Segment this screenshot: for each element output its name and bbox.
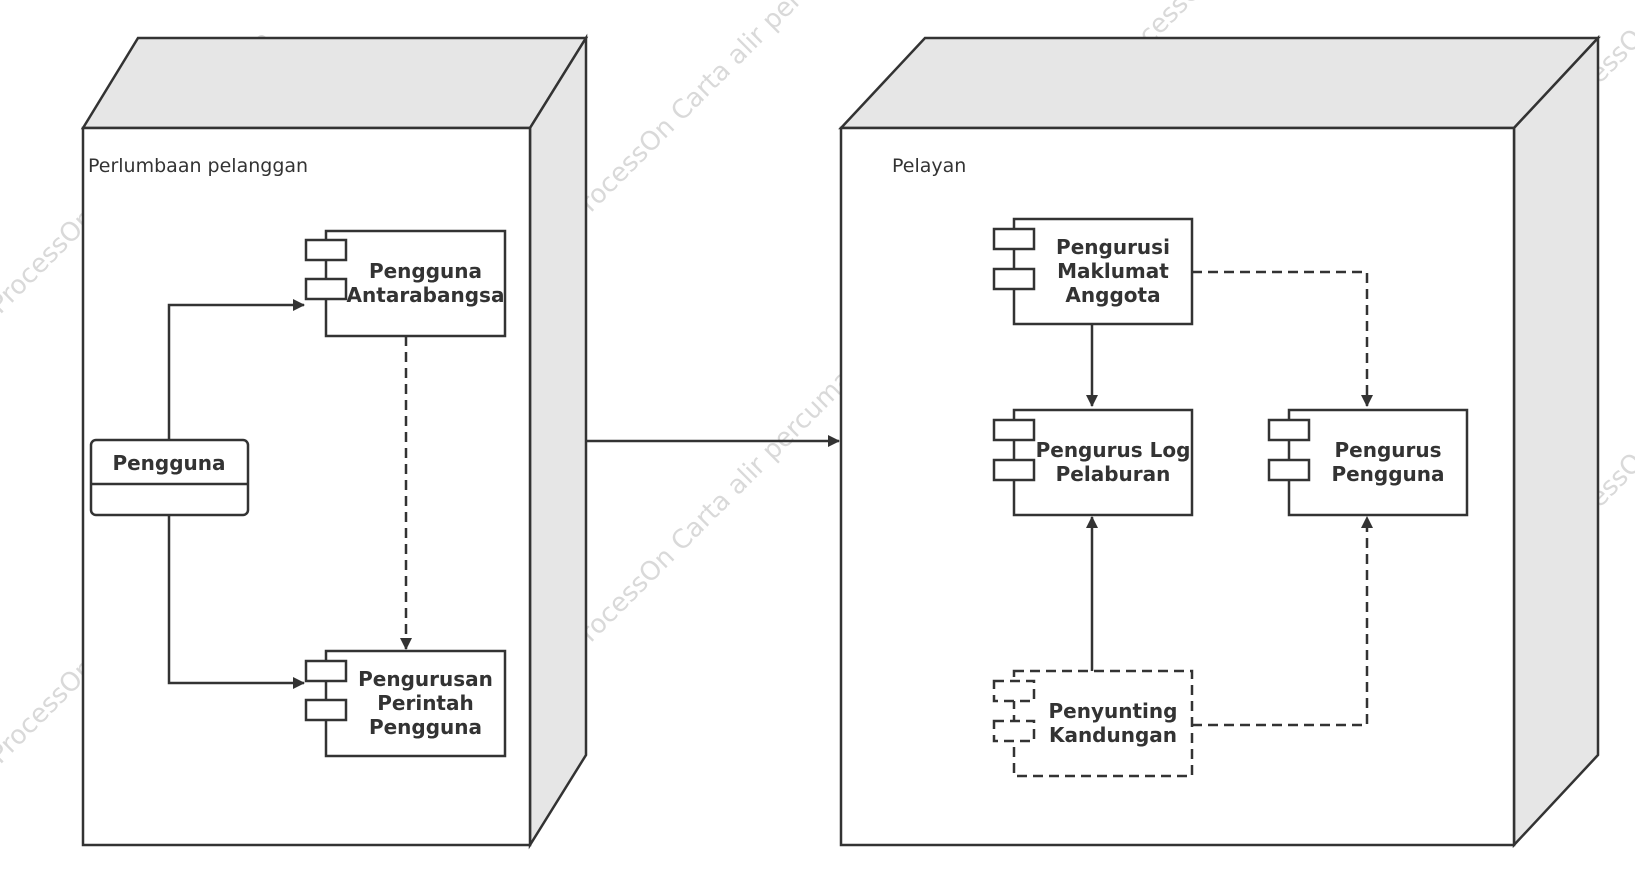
- component-port-icon: [992, 418, 1036, 442]
- node-server[interactable]: Pelayan: [838, 34, 1601, 849]
- component-label-line: Pengurusan: [358, 667, 493, 691]
- component-label-line: Perintah: [377, 691, 473, 715]
- component-port-icon: [992, 679, 1036, 703]
- node-server-top: [838, 36, 1601, 130]
- watermark-text: ProcessOn Carta alir percuma: [564, 364, 859, 659]
- node-client-side: [528, 33, 588, 850]
- component-port-icon: [304, 659, 348, 683]
- component-port-icon: [992, 267, 1036, 291]
- component-port-icon: [992, 227, 1036, 251]
- component-label-line: Anggota: [1065, 283, 1160, 307]
- component-port-icon: [304, 698, 348, 722]
- component-port-icon: [1267, 458, 1311, 482]
- component-port-icon: [992, 458, 1036, 482]
- component-label-line: Maklumat: [1057, 259, 1169, 283]
- component-body: [324, 229, 507, 338]
- component-label-line: Pengguna: [369, 259, 482, 283]
- component-body: [1012, 408, 1194, 517]
- component-body: [1012, 217, 1194, 326]
- component-port-icon: [992, 719, 1036, 743]
- component-port-icon: [304, 277, 348, 301]
- component-label-line: Pengguna: [1331, 462, 1444, 486]
- arrow-pengguna-to-antarabangsa: [167, 299, 305, 440]
- node-client-label: Perlumbaan pelanggan: [88, 155, 308, 177]
- arrow-pengguna-to-perintah: [167, 515, 305, 689]
- class-box-pengguna[interactable]: Pengguna: [89, 438, 250, 517]
- component-label-line: Antarabangsa: [347, 283, 505, 307]
- component-label-line: Pelaburan: [1056, 462, 1171, 486]
- component-label-line: Pengurus: [1334, 438, 1441, 462]
- component-label-line: Kandungan: [1049, 723, 1177, 747]
- component-label-line: Pengurus Log: [1036, 438, 1191, 462]
- components-layer: PenggunaAntarabangsaPengurusanPerintahPe…: [304, 217, 1469, 778]
- node-client-top: [80, 36, 589, 130]
- dependency-maklumat-to-pengguna: [1192, 270, 1373, 407]
- component-label-line: Pengguna: [369, 715, 482, 739]
- watermark-text: ProcessOn Carta alir percuma: [564, 0, 859, 229]
- dependency-penyunting-to-pengguna: [1192, 516, 1373, 727]
- node-server-side: [1512, 34, 1600, 849]
- component-body: [324, 649, 507, 758]
- component-body: [1287, 408, 1469, 517]
- component-label-line: Pengurusi: [1056, 235, 1170, 259]
- node-server-label: Pelayan: [892, 155, 966, 177]
- component-port-icon: [304, 238, 348, 262]
- component-label-line: Penyunting: [1049, 699, 1178, 723]
- class-box-label: Pengguna: [112, 451, 225, 475]
- component-port-icon: [1267, 418, 1311, 442]
